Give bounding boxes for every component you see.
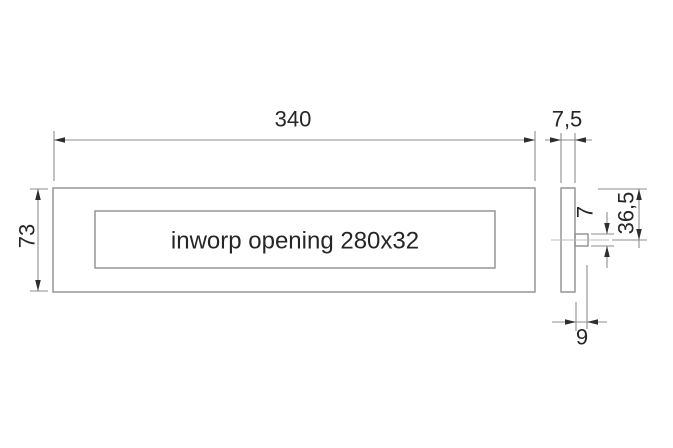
front-height-dimension: 73	[15, 188, 48, 292]
arrowhead-bottom	[636, 229, 642, 240]
pin-height-dimension: 7	[573, 206, 614, 268]
side-thickness-dimension: 7,5	[545, 107, 592, 183]
front-height-label: 73	[15, 224, 40, 248]
front-width-label: 340	[275, 107, 312, 132]
arrowhead-bottom	[35, 280, 41, 291]
side-center-distance-dimension: 36,5	[598, 188, 647, 248]
pin-protrusion-dimension: 9	[552, 265, 607, 350]
arrowhead-right	[524, 137, 535, 143]
pin-height-label: 7	[573, 206, 598, 218]
pin-protrusion-label: 9	[576, 325, 588, 350]
front-opening-outline	[94, 210, 496, 269]
opening-label: inworp opening 280x32	[171, 228, 419, 255]
arrowhead-right	[575, 137, 586, 143]
arrowhead-up	[604, 246, 610, 257]
arrowhead-left	[54, 137, 65, 143]
front-plate-outline	[52, 187, 536, 293]
arrowhead-right	[587, 319, 598, 325]
side-thickness-label: 7,5	[552, 107, 583, 132]
front-width-dimension: 340	[53, 107, 536, 181]
arrowhead-left	[550, 137, 561, 143]
arrowhead-left	[565, 319, 576, 325]
arrowhead-top	[35, 189, 41, 200]
front-view: inworp opening 280x32 340 73	[15, 107, 536, 293]
side-center-distance-label: 36,5	[614, 192, 639, 235]
side-view: 7,5 36,5 7 9	[545, 107, 647, 350]
arrowhead-top	[636, 189, 642, 200]
arrowhead-down	[604, 223, 610, 234]
